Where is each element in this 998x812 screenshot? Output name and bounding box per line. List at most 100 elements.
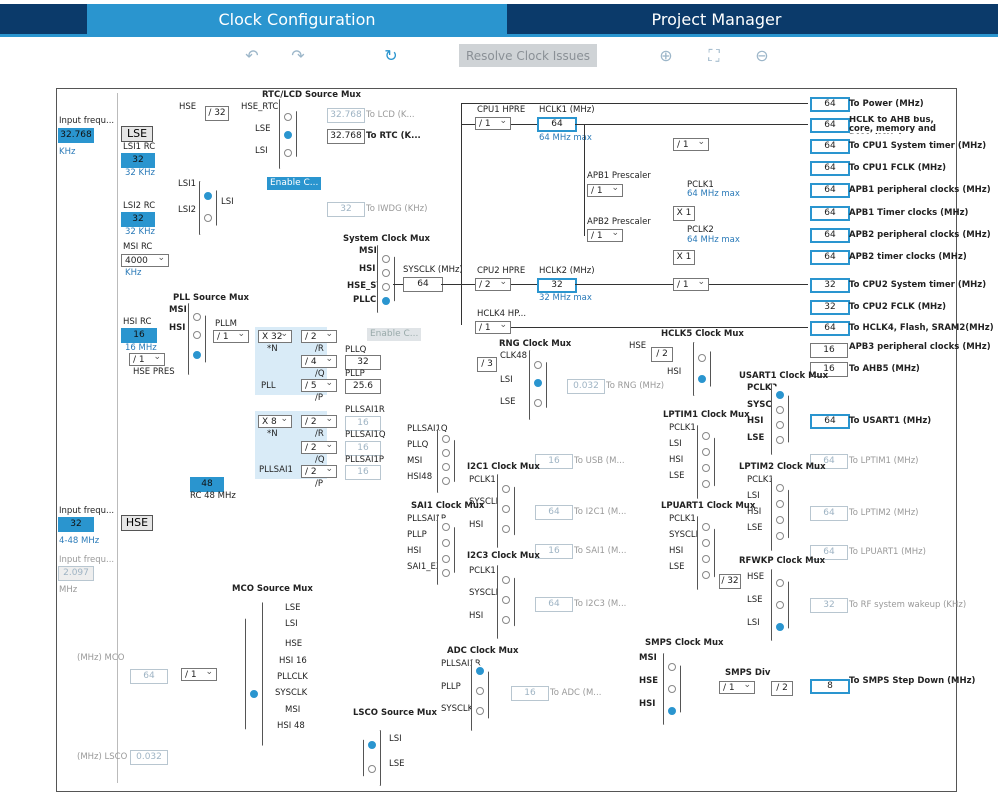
rng-lsi-radio[interactable]: [534, 379, 542, 387]
pll-p-dropdown[interactable]: / 5: [301, 377, 337, 392]
lsi1-radio[interactable]: [204, 192, 212, 200]
pll-msi-radio[interactable]: [193, 313, 201, 321]
rng-lse-radio[interactable]: [534, 399, 542, 407]
sai1-hsi-radio[interactable]: [442, 555, 450, 563]
apb2-periph-value[interactable]: 64: [810, 228, 850, 243]
usb-msi-radio[interactable]: [442, 463, 450, 471]
smps-div-dropdown[interactable]: / 1: [719, 679, 755, 694]
lpuart1-sysclk-radio[interactable]: [702, 539, 710, 547]
i2c1-hsi-radio[interactable]: [502, 525, 510, 533]
hse-input-field[interactable]: 32: [58, 517, 94, 532]
lpuart1-lse-radio[interactable]: [702, 571, 710, 579]
pllsai1-p-dropdown[interactable]: / 2: [301, 463, 337, 478]
smps-hse-radio[interactable]: [668, 685, 676, 693]
cpu1-systimer-value[interactable]: 64: [810, 139, 850, 154]
enable-css-rtc-button[interactable]: Enable C...: [267, 177, 322, 190]
usart1-hsi-radio[interactable]: [776, 421, 784, 429]
rfwkp-hse-divider[interactable]: / 32: [719, 574, 741, 589]
apb1-prescaler-dropdown[interactable]: / 1: [587, 182, 623, 197]
lsi2-radio[interactable]: [204, 214, 212, 222]
rfwkp-lsi-radio[interactable]: [776, 623, 784, 631]
cpu1-systimer-div-dropdown[interactable]: / 1: [673, 136, 709, 151]
adc-pllsai1r-radio[interactable]: [476, 667, 484, 675]
i2c3-hsi-radio[interactable]: [502, 616, 510, 624]
hclk2-value[interactable]: 32: [537, 278, 577, 293]
enable-css-sys-button[interactable]: Enable C...: [367, 328, 422, 341]
sysmux-hse-radio[interactable]: [382, 283, 390, 291]
usb-pllsai1q-radio[interactable]: [442, 435, 450, 443]
pll-q-dropdown[interactable]: / 4: [301, 353, 337, 368]
msi-dropdown[interactable]: 4000: [121, 252, 169, 267]
rfwkp-lse-radio[interactable]: [776, 601, 784, 609]
input3-field[interactable]: 2.097: [58, 566, 94, 581]
sysmux-pllclk-radio[interactable]: [382, 297, 390, 305]
cpu2-systimer-value[interactable]: 32: [810, 278, 850, 293]
lse-oscillator[interactable]: LSE: [121, 126, 153, 142]
resolve-clock-issues-button[interactable]: Resolve Clock Issues: [459, 44, 597, 67]
rtc-lsi-radio[interactable]: [284, 149, 292, 157]
lse-input-field[interactable]: 32.768: [58, 128, 94, 143]
sai1-ext-radio[interactable]: [442, 569, 450, 577]
mco-mux[interactable]: [245, 602, 263, 746]
cpu2-fclk-value[interactable]: 32: [810, 300, 850, 315]
rfwkp-hse-radio[interactable]: [776, 579, 784, 587]
smps-value[interactable]: 8: [810, 679, 850, 694]
tab-pinout[interactable]: [0, 4, 87, 34]
pll-hse-radio[interactable]: [193, 351, 201, 359]
pllsai1-n-dropdown[interactable]: X 8: [258, 413, 292, 428]
rtc-hse-radio[interactable]: [284, 113, 292, 121]
hse-oscillator[interactable]: HSE: [121, 515, 153, 531]
hclk5-hsi-radio[interactable]: [698, 375, 706, 383]
lsi-mux[interactable]: [199, 181, 217, 235]
hclk5-hse-radio[interactable]: [698, 354, 706, 362]
usb-hsi48-radio[interactable]: [442, 477, 450, 485]
hclk-ahb-value[interactable]: 64: [810, 118, 850, 133]
cpu1-fclk-value[interactable]: 64: [810, 161, 850, 176]
refresh-icon[interactable]: ↻: [384, 46, 398, 65]
adc-pllp-radio[interactable]: [476, 687, 484, 695]
rng-clk48-radio[interactable]: [534, 361, 542, 369]
lptim2-pclk-radio[interactable]: [776, 484, 784, 492]
cpu1-hpre-dropdown[interactable]: / 1: [475, 115, 511, 130]
tab-project-manager[interactable]: Project Manager: [507, 4, 926, 34]
pllsai1-r-dropdown[interactable]: / 2: [301, 413, 337, 428]
redo-icon[interactable]: ↷: [291, 46, 305, 65]
adc-sysclk-radio[interactable]: [476, 707, 484, 715]
mco-sysclk-radio[interactable]: [250, 690, 258, 698]
hclk5-mux[interactable]: [693, 342, 711, 396]
cpu2-systimer-div-dropdown[interactable]: / 1: [673, 276, 709, 291]
smps-hsi-radio[interactable]: [668, 707, 676, 715]
sai1-pllp-radio[interactable]: [442, 539, 450, 547]
hclk4-value[interactable]: 64: [810, 321, 850, 336]
hse-prescaler-dropdown[interactable]: / 1: [129, 351, 165, 366]
lptim1-pclk-radio[interactable]: [702, 432, 710, 440]
rng-divider[interactable]: / 3: [477, 357, 497, 372]
lpuart1-hsi-radio[interactable]: [702, 555, 710, 563]
rtc-lse-radio[interactable]: [284, 131, 292, 139]
apb1-timer-value[interactable]: 64: [810, 206, 850, 221]
usart1-pclk-radio[interactable]: [776, 391, 784, 399]
mco-div-dropdown[interactable]: / 1: [181, 666, 217, 681]
i2c3-pclk-radio[interactable]: [502, 576, 510, 584]
pll-n-dropdown[interactable]: X 32: [258, 328, 292, 343]
i2c1-sysclk-radio[interactable]: [502, 505, 510, 513]
usart1-value[interactable]: 64: [810, 414, 850, 429]
lptim1-lse-radio[interactable]: [702, 480, 710, 488]
lsco-lse-radio[interactable]: [368, 765, 376, 773]
rtc-hse-divider[interactable]: / 32: [205, 106, 229, 121]
hclk1-value[interactable]: 64: [537, 117, 577, 132]
lsco-lsi-radio[interactable]: [368, 741, 376, 749]
lsco-mux[interactable]: [363, 730, 381, 786]
undo-icon[interactable]: ↶: [245, 46, 259, 65]
lptim2-hsi-radio[interactable]: [776, 516, 784, 524]
cpu2-hpre-dropdown[interactable]: / 2: [475, 276, 511, 291]
hclk5-hse-divider[interactable]: / 2: [651, 347, 673, 362]
ahb5-value[interactable]: 16: [810, 362, 848, 377]
pllm-dropdown[interactable]: / 1: [213, 328, 249, 343]
usb-pllq-radio[interactable]: [442, 449, 450, 457]
i2c1-pclk-radio[interactable]: [502, 485, 510, 493]
smps-msi-radio[interactable]: [668, 663, 676, 671]
pllsai1-q-dropdown[interactable]: / 2: [301, 439, 337, 454]
lptim1-hsi-radio[interactable]: [702, 464, 710, 472]
sysmux-hsi-radio[interactable]: [382, 269, 390, 277]
